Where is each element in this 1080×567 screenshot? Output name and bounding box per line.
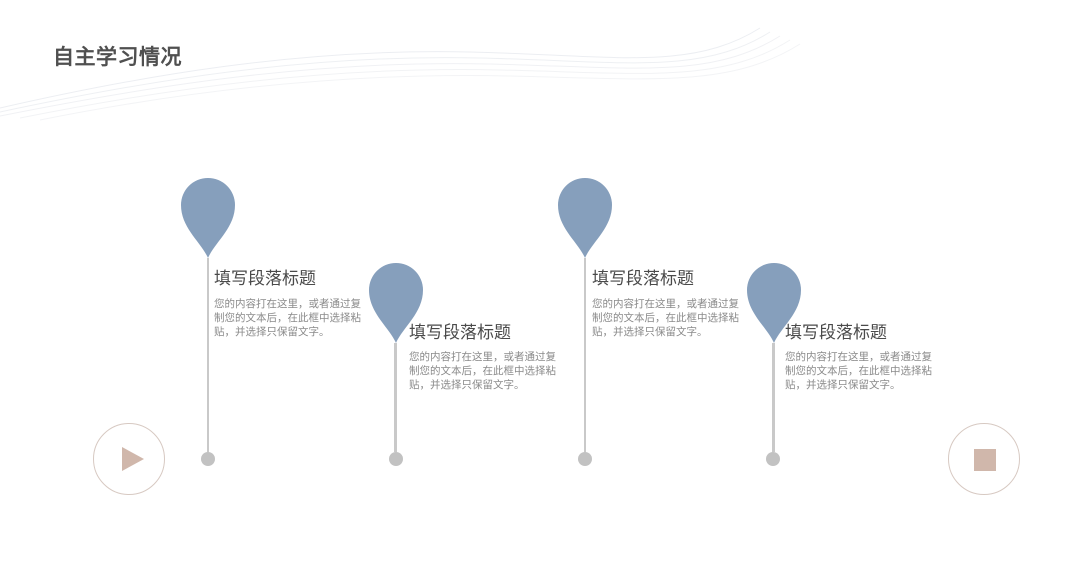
timeline-stem: [207, 258, 209, 452]
play-icon: [122, 447, 144, 471]
timeline-stem: [394, 343, 397, 452]
timeline-stem: [772, 343, 775, 452]
map-pin-icon: [179, 176, 237, 258]
timeline-dot: [201, 452, 215, 466]
item-title: 填写段落标题: [409, 318, 511, 343]
timeline-dot: [578, 452, 592, 466]
item-title: 填写段落标题: [592, 264, 694, 289]
stop-button[interactable]: [948, 423, 1020, 495]
stop-icon: [974, 449, 996, 471]
timeline-dot: [389, 452, 403, 466]
item-description: 您的内容打在这里，或者通过复制您的文本后，在此框中选择粘贴，并选择只保留文字。: [214, 297, 370, 339]
page-title: 自主学习情况: [53, 41, 182, 71]
item-title: 填写段落标题: [785, 318, 887, 343]
map-pin-icon: [556, 176, 614, 258]
timeline-dot: [766, 452, 780, 466]
item-description: 您的内容打在这里，或者通过复制您的文本后，在此框中选择粘贴，并选择只保留文字。: [785, 350, 941, 392]
item-title: 填写段落标题: [214, 264, 316, 289]
timeline-stem: [584, 258, 586, 452]
play-button[interactable]: [93, 423, 165, 495]
item-description: 您的内容打在这里，或者通过复制您的文本后，在此框中选择粘贴，并选择只保留文字。: [409, 350, 565, 392]
item-description: 您的内容打在这里，或者通过复制您的文本后，在此框中选择粘贴，并选择只保留文字。: [592, 297, 748, 339]
